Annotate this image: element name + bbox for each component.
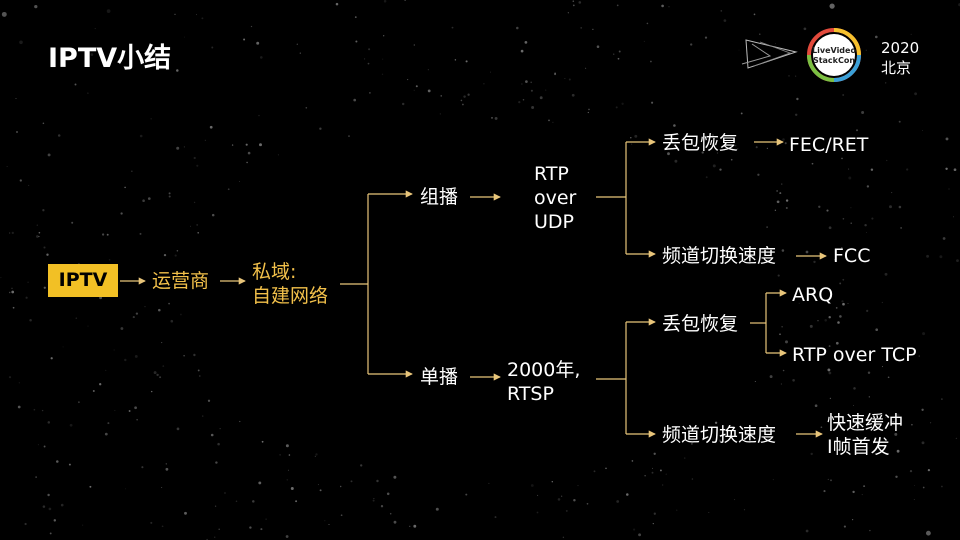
root-node-label: IPTV [58,269,108,291]
multicast-loss-solution: FEC/RET [789,134,869,156]
play-triangle-icon [741,39,798,69]
multicast-loss-recovery-node: 丢包恢复 [662,132,739,154]
livevideostackcon-badge-icon: LiveVideo StackCon [807,28,861,82]
unicast-node: 单播 [420,366,459,388]
unicast-switch-solution-line1: 快速缓冲 [827,412,904,434]
svg-text:StackCon: StackCon [813,56,855,65]
multicast-channel-switch-node: 频道切换速度 [662,245,777,267]
multicast-protocol-node: RTP over UDP [534,162,576,234]
unicast-switch-solution-line2: I帧首发 [827,436,890,458]
private-network-line1: 私域: [252,261,297,283]
unicast-protocol-node: 2000年, RTSP [507,358,580,406]
root-node-box: IPTV [48,264,118,297]
event-year-city: 2020 北京 [881,38,919,78]
unicast-loss-solution-arq: ARQ [792,284,834,306]
unicast-loss-solution-rtp-tcp: RTP over TCP [792,344,917,366]
private-network-node: 私域: 自建网络 [252,260,328,308]
multicast-switch-solution: FCC [833,245,871,267]
unicast-protocol-line2: RTSP [507,383,554,405]
svg-text:LiveVideo: LiveVideo [812,46,856,55]
event-city: 北京 [881,59,912,77]
multicast-protocol-line2: over [534,187,577,209]
unicast-protocol-line1: 2000年, [507,359,581,381]
unicast-switch-solution: 快速缓冲 I帧首发 [827,411,903,459]
private-network-line2: 自建网络 [252,285,329,307]
multicast-protocol-line1: RTP [534,163,569,185]
operator-node: 运营商 [152,270,210,292]
multicast-node: 组播 [420,186,459,208]
unicast-loss-recovery-node: 丢包恢复 [662,313,739,335]
multicast-protocol-line3: UDP [534,211,574,233]
event-year: 2020 [881,39,920,57]
slide-title: IPTV小结 [48,43,172,74]
unicast-channel-switch-node: 频道切换速度 [662,424,777,446]
